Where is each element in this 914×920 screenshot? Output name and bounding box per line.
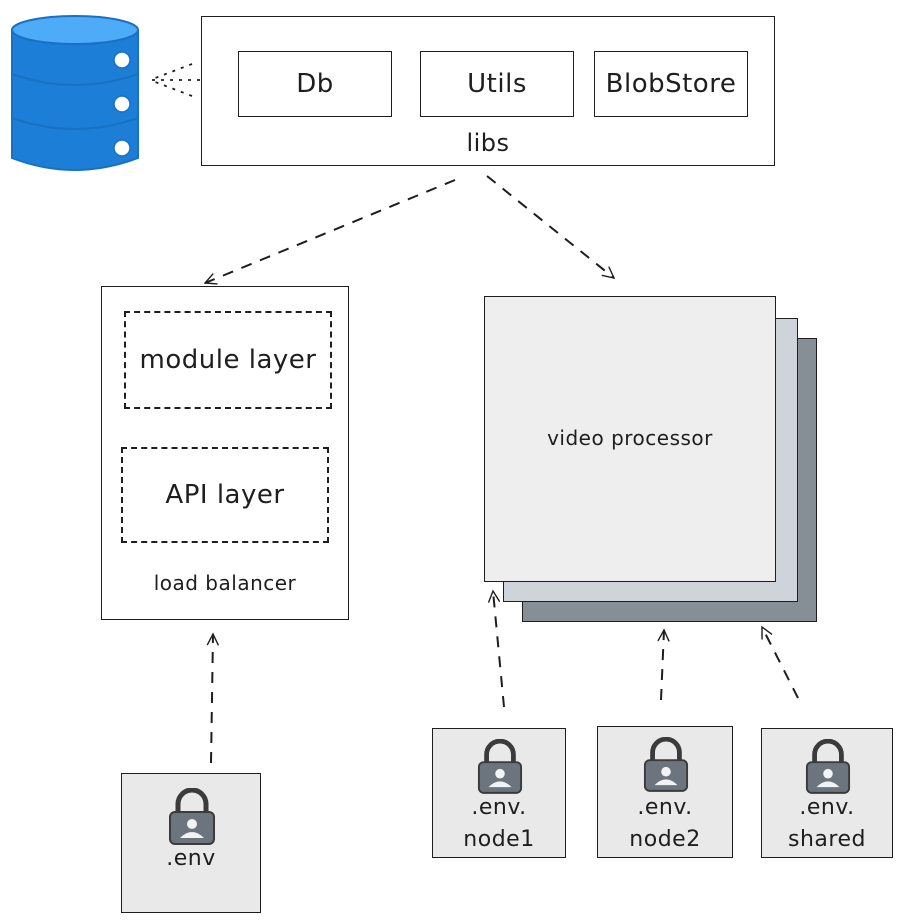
api-layer-label: API layer [165,480,285,510]
lock-icon [805,739,851,794]
env-node2-name: node2 [629,827,701,852]
env-main-card: .env [121,773,261,913]
arrow-shared-to-video-processor [761,627,799,699]
db-connector [149,63,236,97]
module-layer-label: module layer [139,345,317,375]
env-node1-prefix: .env. [471,795,527,820]
env-shared-prefix: .env. [799,795,855,820]
libs-title: libs [466,129,510,157]
libs-module-blobstore-label: BlobStore [605,69,737,99]
lock-icon [169,788,215,845]
env-main-label: .env [166,846,216,871]
libs-module-db: Db [238,51,392,117]
env-shared-card: .env. shared [761,728,893,858]
database-icon [11,15,139,171]
env-shared-name: shared [788,827,866,852]
lock-icon [643,737,689,792]
module-layer-box: module layer [124,311,332,409]
arrow-env-to-load-balancer [211,634,213,764]
env-node2-prefix: .env. [637,795,693,820]
libs-module-blobstore: BlobStore [594,51,748,117]
libs-module-utils-label: Utils [467,69,527,99]
libs-container: Db Utils BlobStore libs [201,16,775,166]
arrow-node1-to-video-processor [493,591,505,708]
load-balancer-container: module layer API layer load balancer [101,286,349,620]
arrow-libs-to-video-processor [486,175,614,278]
arrow-node2-to-video-processor [661,630,664,701]
env-node1-name: node1 [463,827,535,852]
env-node1-card: .env. node1 [432,728,566,858]
libs-module-utils: Utils [420,51,574,117]
libs-module-db-label: Db [296,69,334,99]
video-processor-box: video processor [484,296,776,582]
load-balancer-title: load balancer [153,571,297,595]
lock-icon [477,739,523,794]
env-node2-card: .env. node2 [597,726,733,858]
arrow-libs-to-load-balancer [205,179,456,283]
api-layer-box: API layer [121,447,329,543]
video-processor-title: video processor [547,426,713,450]
